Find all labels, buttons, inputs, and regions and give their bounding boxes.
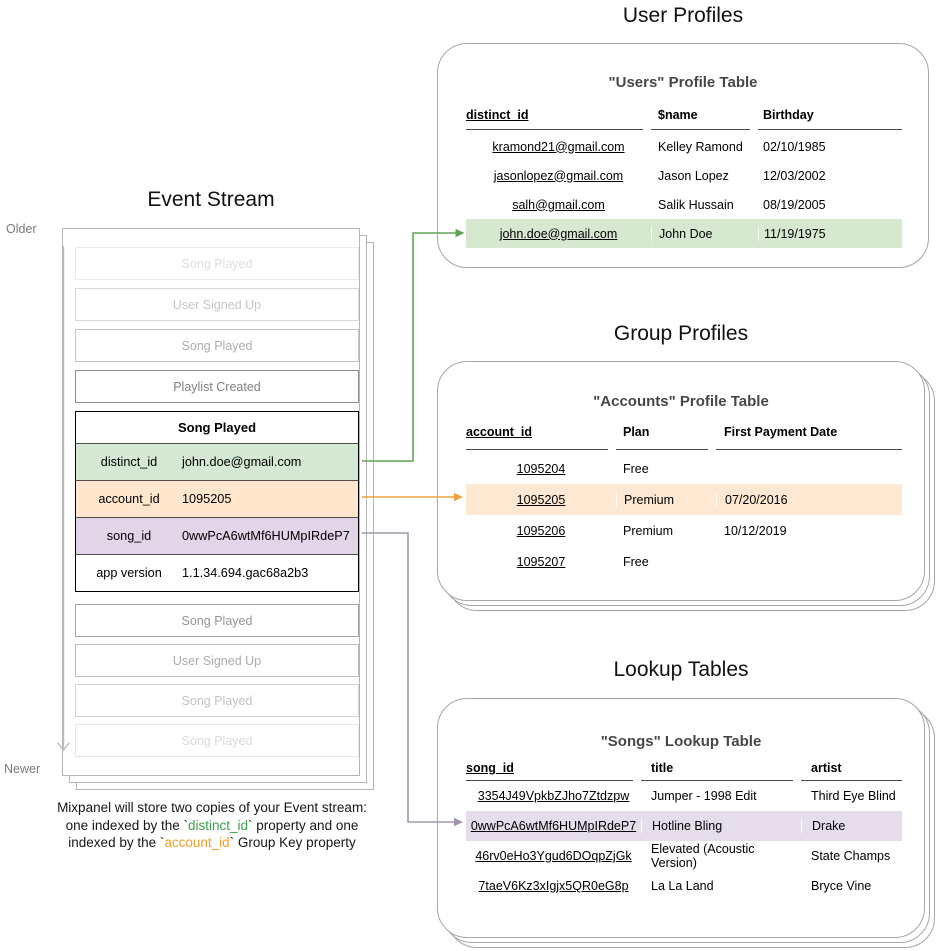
column-header: distinct_id [466,108,529,122]
property-value: john.doe@gmail.com [182,455,302,469]
event-box: Song Played [75,724,359,757]
column-header: artist [811,761,842,775]
event-box: Song Played [75,329,359,362]
songs-lookup-card: "Songs" Lookup Table song_id title artis… [437,698,925,938]
songs-table-title: "Songs" Lookup Table [600,733,762,750]
event-property-distinct-id: distinct_id john.doe@gmail.com [76,444,358,480]
selected-event-card: Song Played distinct_id john.doe@gmail.c… [75,411,359,592]
caption-line-2: one indexed by the `distinct_id` propert… [65,817,359,833]
selected-event-name: Song Played [76,412,358,444]
property-key: song_id [106,529,152,543]
users-table-header: distinct_id $name Birthday [466,108,902,122]
column-header: $name [658,108,698,122]
column-header: title [651,761,674,775]
property-value: 0wwPcA6wtMf6HUMpIRdeP7 [182,529,350,543]
user-profiles-title: User Profiles [622,4,744,27]
event-box: Song Played [75,604,359,637]
users-profile-card: "Users" Profile Table distinct_id $name … [437,43,929,268]
column-header: song_id [466,761,514,775]
header-divider [466,129,902,130]
distinct-id-keyword: distinct_id [187,817,249,833]
accounts-table-header: account_id Plan First Payment Date [466,425,902,439]
account-id-keyword: account_id [164,835,230,850]
property-key: app version [96,566,162,580]
property-value: 1095205 [182,492,232,506]
event-stream-caption: Mixpanel will store two copies of your E… [12,799,412,852]
event-box: User Signed Up [75,288,359,321]
caption-line-3: indexed by the `account_id` Group Key pr… [68,835,356,850]
event-stream-title: Event Stream [147,188,275,211]
lookup-tables-title: Lookup Tables [613,658,749,681]
event-property-app-version: app version 1.1.34.694.gac68a2b3 [76,554,358,591]
event-box: Song Played [75,684,359,717]
event-property-account-id: account_id 1095205 [76,480,358,517]
header-divider [466,449,902,450]
column-header: Birthday [763,108,814,122]
property-key: distinct_id [100,455,158,469]
property-value: 1.1.34.694.gac68a2b3 [182,566,309,580]
users-table-title: "Users" Profile Table [608,74,758,91]
property-key: account_id [98,492,160,506]
column-header: Plan [623,425,650,439]
event-box: Song Played [75,247,359,280]
newer-label: Newer [4,762,41,776]
caption-line-1: Mixpanel will store two copies of your E… [57,800,367,815]
column-header: account_id [466,425,532,439]
accounts-table-title: "Accounts" Profile Table [593,393,769,410]
event-stream-container: Song Played User Signed Up Song Played P… [62,228,360,776]
event-property-song-id: song_id 0wwPcA6wtMf6HUMpIRdeP7 [76,517,358,554]
header-divider [466,780,902,781]
column-header: First Payment Date [724,425,838,439]
group-profiles-title: Group Profiles [613,322,749,345]
accounts-profile-card: "Accounts" Profile Table account_id Plan… [437,361,925,601]
event-box: User Signed Up [75,644,359,677]
songs-table-header: song_id title artist [466,761,902,775]
older-label: Older [6,222,37,236]
event-box: Playlist Created [75,370,359,403]
